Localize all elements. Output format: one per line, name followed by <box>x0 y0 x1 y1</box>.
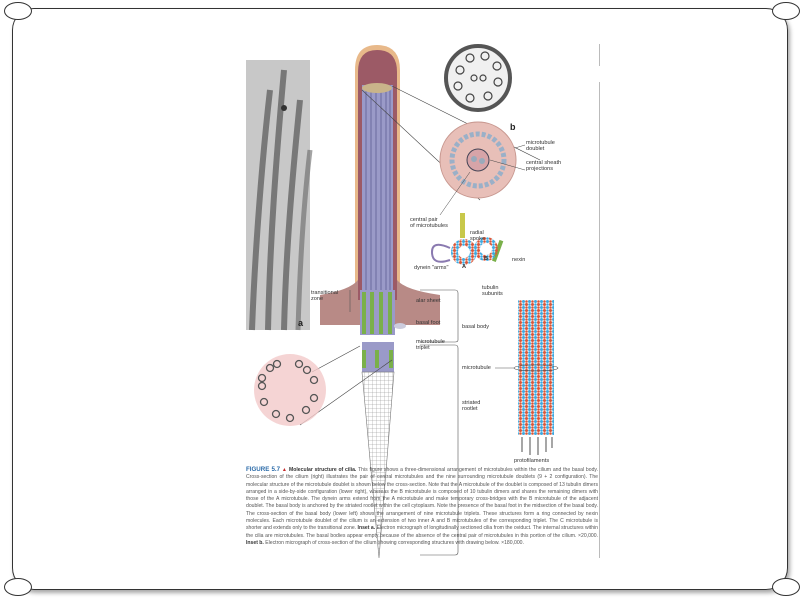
label-transitional-zone: transitional zone <box>311 290 339 303</box>
figure-caption: FIGURE 5.7 ▲ Molecular structure of cili… <box>246 466 598 547</box>
label-radial-spoke: radial spoke <box>470 230 485 243</box>
label-protofilaments: protofilaments <box>514 458 550 464</box>
figure-number: FIGURE 5.7 <box>246 466 281 473</box>
label-microtubule-doublet: microtubule doublet <box>526 140 555 153</box>
label-basal-foot: basal foot <box>416 320 441 326</box>
caption-title: Molecular structure of cilia. <box>289 467 357 473</box>
label-central-pair: central pair of microtubules <box>410 217 448 230</box>
label-dynein-arms: dynein "arms" <box>414 265 449 271</box>
cilium-diagram <box>299 45 541 559</box>
divider <box>599 82 600 558</box>
inset-a-letter: a <box>298 318 304 328</box>
slide-frame <box>12 8 788 590</box>
triangle-marker-icon: ▲ <box>281 467 288 473</box>
label-alar-sheet: alar sheet <box>416 298 441 304</box>
inset-a-text: Electron micrograph of longitudinally se… <box>246 525 598 539</box>
label-microtubule-triplet: microtubule triplet <box>416 339 445 352</box>
label-tubulin-subunits: tubulin subunits <box>482 285 503 298</box>
inset-b-label: Inset b. <box>246 539 264 546</box>
inset-a-micrograph <box>246 60 313 331</box>
label-nexin: nexin <box>512 257 526 263</box>
label-basal-body: basal body <box>462 324 490 330</box>
caption-body: This figure shows a three-dimensional ar… <box>246 467 598 532</box>
basal-body-cross-section <box>254 354 326 426</box>
scroll-curl-bottom-left <box>4 578 32 596</box>
label-central-sheath-projections: central sheath projections <box>526 160 562 173</box>
inset-a-label: Inset a. <box>357 525 376 532</box>
divider <box>599 44 600 66</box>
label-microtubule: microtubule <box>462 365 491 371</box>
doublet-detail <box>430 213 504 265</box>
brackets <box>349 289 514 556</box>
inset-b-micrograph <box>444 44 512 112</box>
cilium-cross-section <box>439 121 526 216</box>
inset-b-letter: b <box>510 122 516 132</box>
microtubule-lattice <box>513 300 559 455</box>
label-striated-rootlet: striated rootlet <box>462 400 481 413</box>
label-B: B <box>484 256 489 262</box>
label-A: A <box>462 264 467 270</box>
inset-b-text: Electron micrograph of cross-section of … <box>265 539 524 546</box>
scroll-curl-top-left <box>4 2 32 20</box>
